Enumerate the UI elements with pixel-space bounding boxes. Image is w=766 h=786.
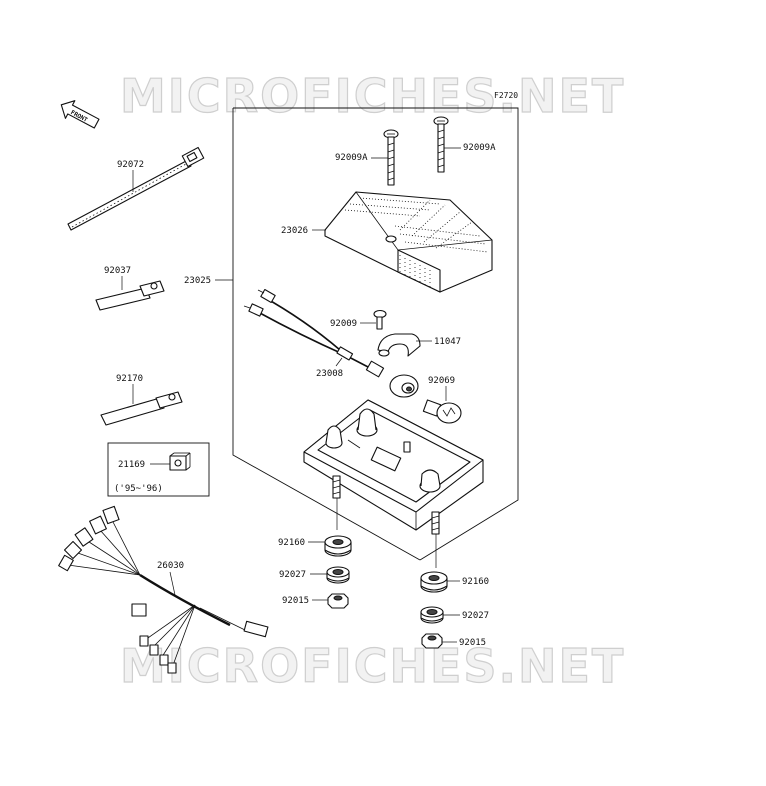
wire-harness-26030-part	[58, 505, 269, 674]
watermark-top: MICROFICHES.NET	[120, 69, 625, 123]
screw-92009a-left-part	[383, 129, 399, 186]
label-92170: 92170	[116, 374, 143, 384]
label-92072: 92072	[117, 160, 144, 170]
label-26030: 26030	[157, 561, 184, 571]
label-92160-left: 92160	[278, 538, 305, 548]
label-92009a-right: 92009A	[463, 143, 496, 153]
label-23008: 23008	[316, 369, 343, 379]
label-21169: 21169	[118, 460, 145, 470]
socket-23008-part	[243, 288, 419, 398]
label-23025: 23025	[184, 276, 211, 286]
label-92009a-left: 92009A	[335, 153, 368, 163]
housing-base-part	[303, 399, 484, 531]
label-92009: 92009	[330, 319, 357, 329]
grommet-92160-right-part	[420, 571, 448, 593]
screw-92009-part	[373, 309, 387, 330]
collar-92027-left-part	[326, 566, 350, 584]
watermark-bottom: MICROFICHES.NET	[120, 639, 625, 693]
figure-code: F2720	[494, 91, 518, 100]
grommet-92160-left-part	[324, 535, 352, 557]
bulb-92069-part	[422, 399, 462, 424]
label-92037: 92037	[104, 266, 131, 276]
clamp-92170-part	[100, 391, 183, 426]
label-92069: 92069	[428, 376, 455, 386]
label-92015-right: 92015	[459, 638, 486, 648]
screw-92009a-right-part	[433, 116, 449, 173]
assembly-frame	[232, 107, 519, 561]
lens-23026-part	[324, 191, 493, 293]
label-92027-right: 92027	[462, 611, 489, 621]
label-92027-left: 92027	[279, 570, 306, 580]
clamp-11047-part	[377, 333, 421, 357]
label-23026: 23026	[281, 226, 308, 236]
cable-tie-part	[67, 146, 205, 231]
inset-box	[107, 442, 210, 497]
collar-92027-right-part	[420, 606, 444, 624]
clamp-92037-part	[95, 280, 165, 311]
inset-note: ('95~'96)	[114, 484, 163, 494]
label-11047: 11047	[434, 337, 461, 347]
label-92015-left: 92015	[282, 596, 309, 606]
nut-21169-part	[169, 452, 191, 471]
stud-left-part	[332, 475, 341, 499]
label-92160-right: 92160	[462, 577, 489, 587]
nut-92015-right-part	[421, 633, 443, 649]
stud-right-part	[431, 511, 440, 535]
nut-92015-left-part	[327, 593, 349, 609]
front-arrow-icon: FRONT	[60, 100, 100, 129]
